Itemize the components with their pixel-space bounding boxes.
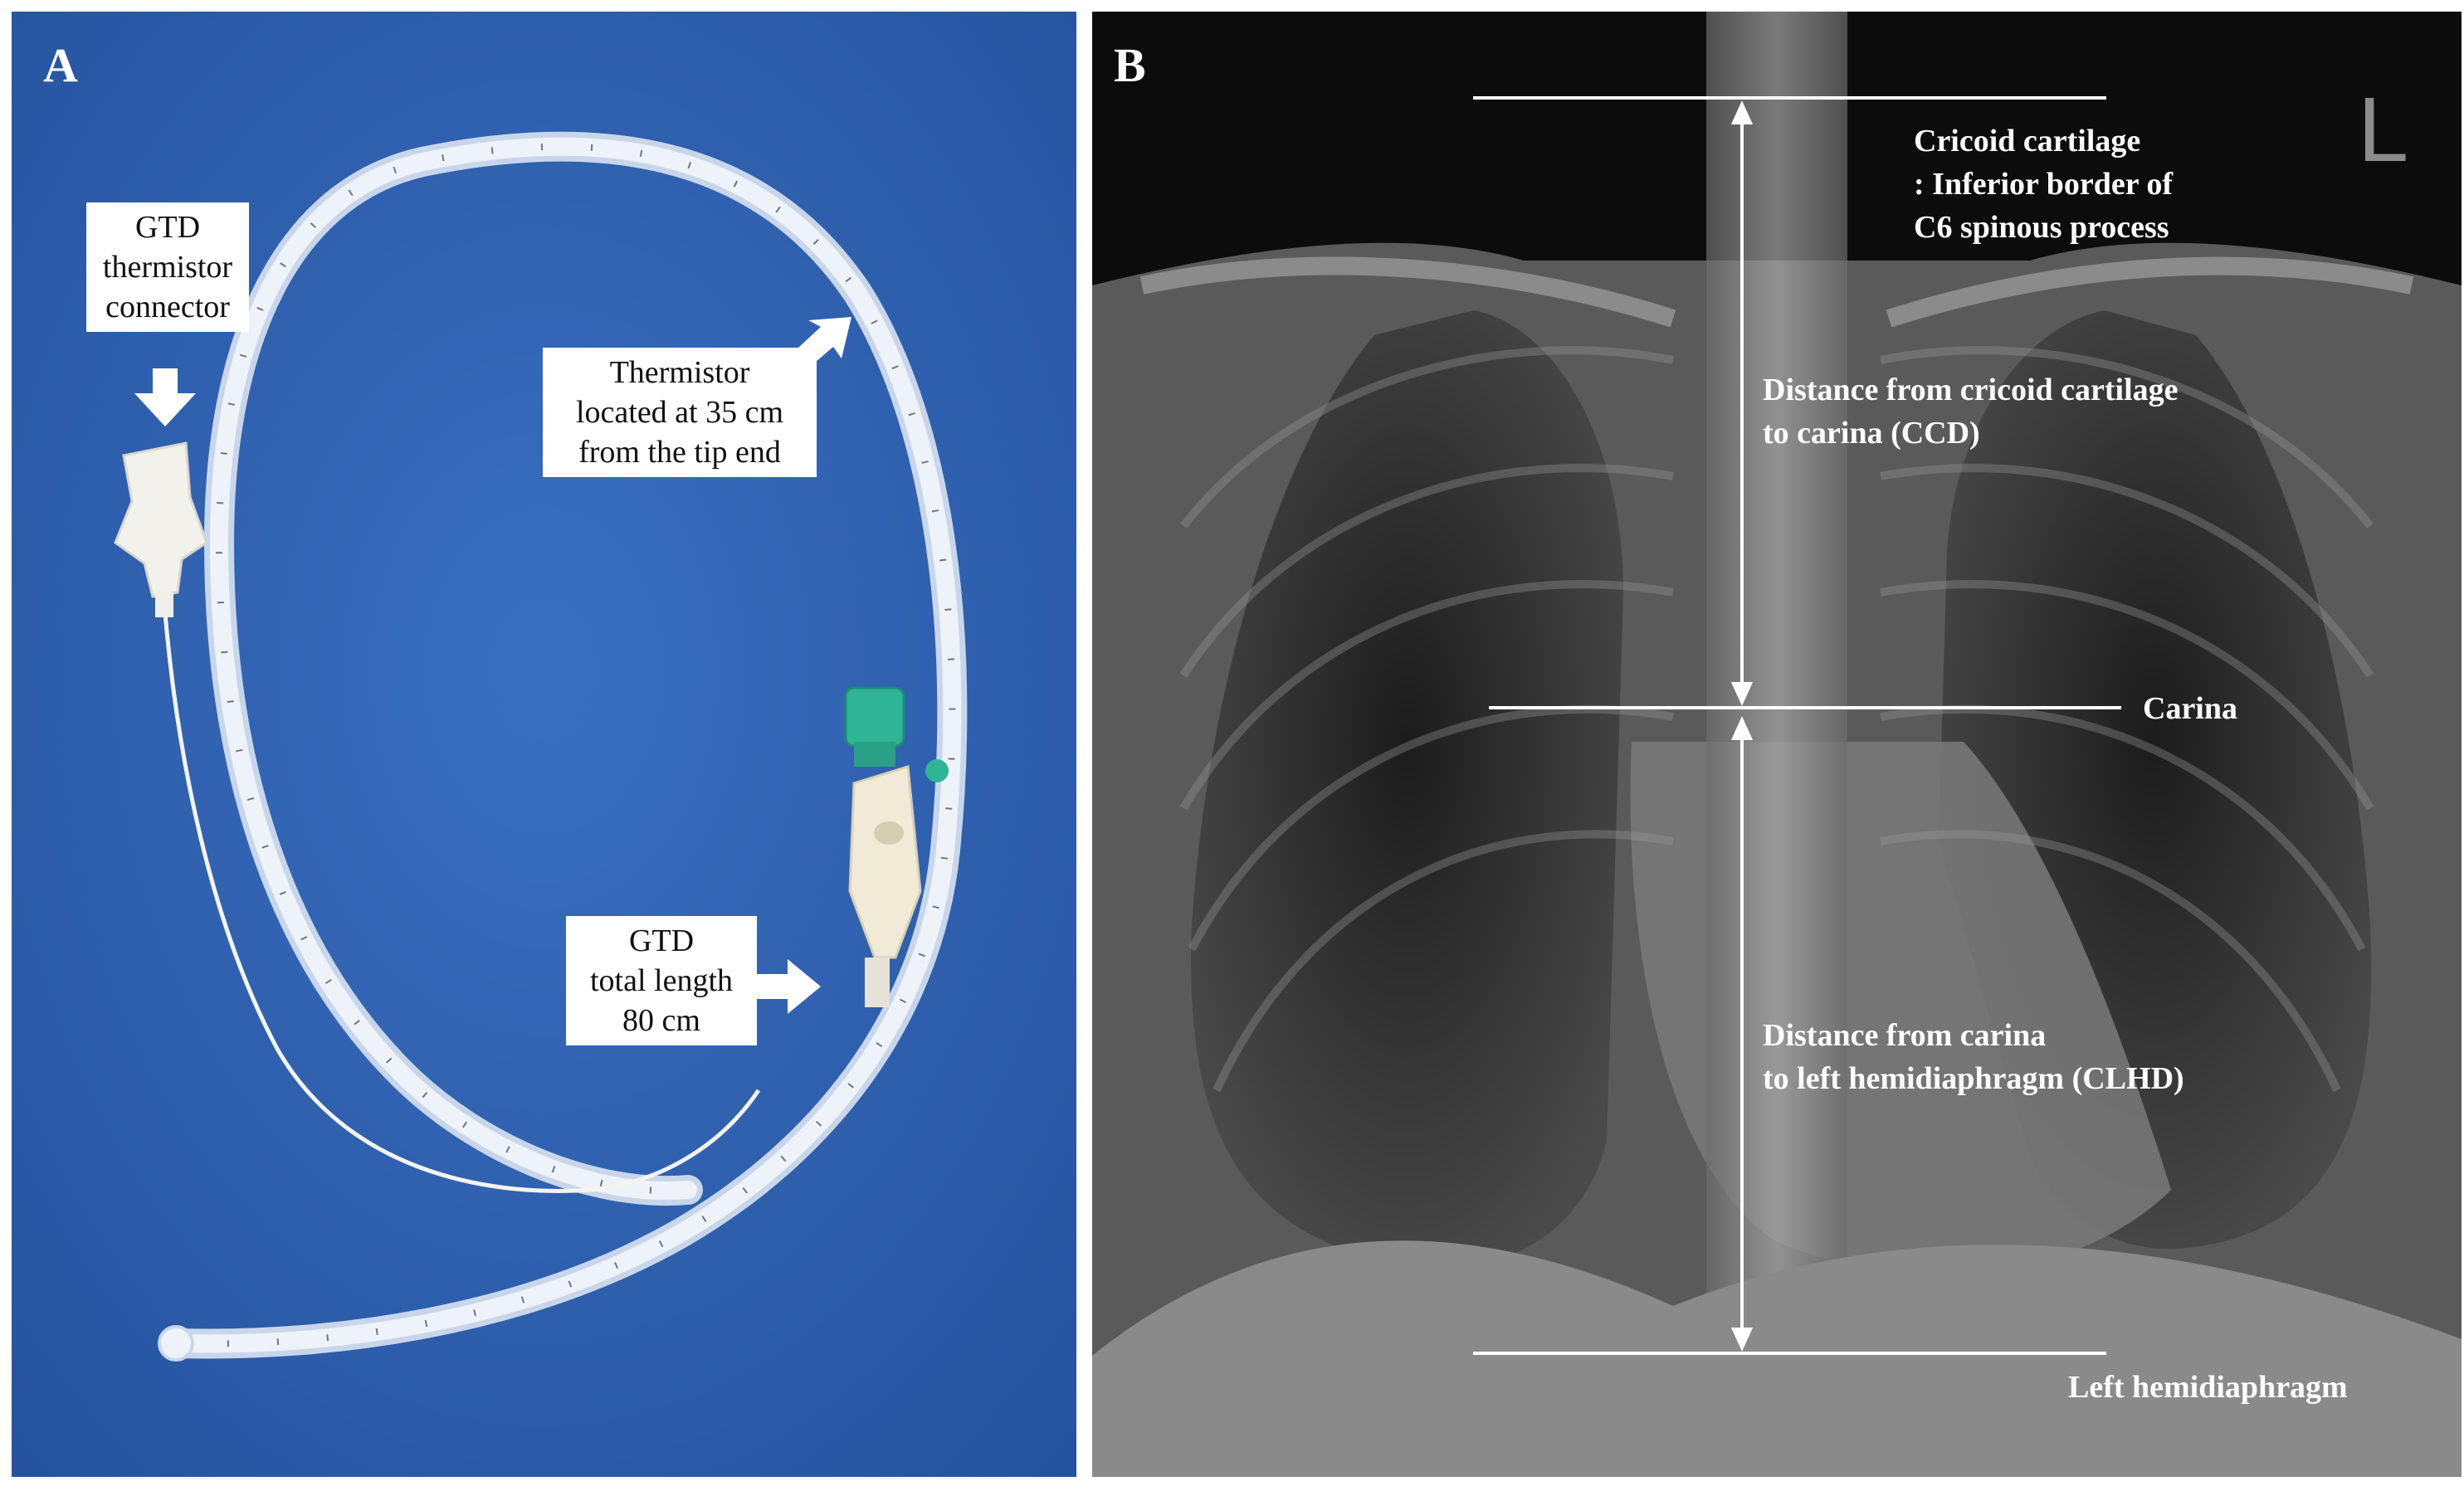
side-marker: L: [2358, 79, 2408, 181]
panel-label-a: A: [43, 38, 78, 92]
label-line: to left hemidiaphragm (CLHD): [1763, 1061, 2184, 1096]
callout-line: GTD: [628, 923, 695, 958]
callout-line: GTD: [134, 210, 201, 245]
diaphragm: [1092, 1240, 2462, 1477]
thermistor-connector: [114, 441, 208, 617]
measurement-overlay: [1473, 96, 2121, 1355]
thermistor-wire: [163, 612, 761, 1193]
label-line: : Inferior border of: [1914, 167, 2174, 202]
panel-label-b: B: [1114, 38, 1146, 92]
arrowhead-up-icon: [1730, 716, 1754, 740]
arrowhead-down-icon: [1730, 682, 1754, 706]
right-lung: [1191, 310, 1623, 1268]
callout-thermistor-location: Thermistor located at 35 cm from the tip…: [543, 348, 817, 477]
callout-line: connector: [105, 290, 230, 324]
label-line: Cricoid cartilage: [1914, 124, 2141, 158]
label-ccd: Distance from cricoid cartilage to carin…: [1763, 368, 2179, 455]
callout-line: total length: [589, 963, 734, 998]
arrow-down-icon: [134, 368, 196, 426]
label-left-hemidiaphragm: Left hemidiaphragm: [2068, 1370, 2348, 1405]
label-line: Distance from carina: [1763, 1018, 2047, 1053]
chest-xray: L: [1092, 12, 2462, 1477]
label-cricoid-cartilage: Cricoid cartilage : Inferior border of C…: [1914, 119, 2173, 249]
label-line: Distance from cricoid cartilage: [1763, 373, 2179, 407]
callout-line: from the tip end: [578, 435, 781, 470]
arrow-right-icon: [750, 959, 821, 1014]
callout-line: thermistor: [102, 250, 233, 285]
label-line: to carina (CCD): [1763, 416, 1980, 451]
label-carina: Carina: [2143, 691, 2237, 726]
callout-total-length: GTD total length 80 cm: [566, 916, 757, 1045]
arrowhead-down-icon: [1730, 1328, 1754, 1352]
valve-adapter: [844, 686, 949, 1007]
gastric-tube: [158, 131, 968, 1362]
callout-line: located at 35 cm: [575, 395, 784, 430]
label-line: C6 spinous process: [1914, 210, 2169, 245]
callout-thermistor-connector: GTD thermistor connector: [86, 202, 249, 332]
callout-line: Thermistor: [609, 355, 750, 390]
spine: [1706, 12, 1847, 1477]
callout-line: 80 cm: [622, 1003, 700, 1038]
panel-a: A GTD thermistor connector Thermistor lo…: [12, 12, 1076, 1477]
label-clhd: Distance from carina to left hemidiaphra…: [1763, 1014, 2184, 1100]
arrowhead-up-icon: [1730, 100, 1754, 124]
clavicles: [1139, 256, 2414, 328]
panel-b: L B Cricoid cartilage : Inferior border …: [1092, 12, 2462, 1477]
